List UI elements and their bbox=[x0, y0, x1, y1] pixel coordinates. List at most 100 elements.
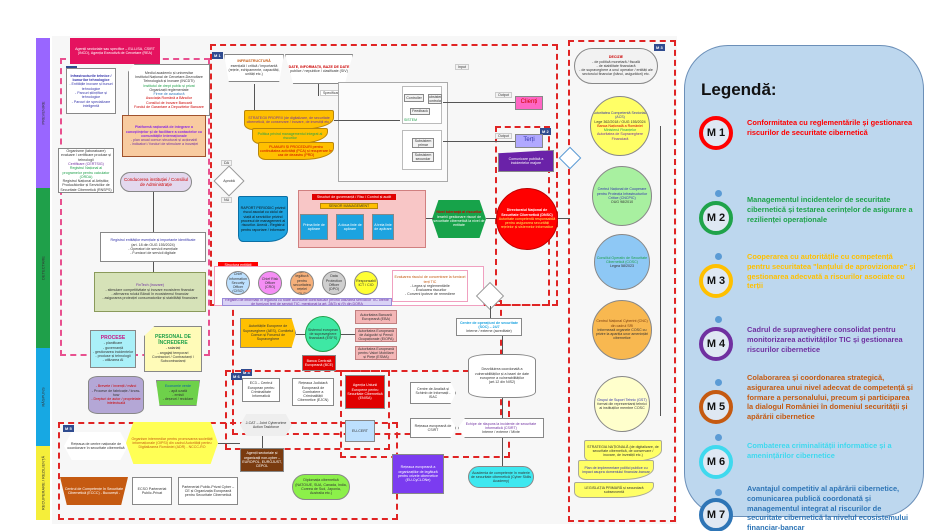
m6-ring-icon: M 6 bbox=[699, 445, 733, 479]
dnsc-circle: Directoratul Național de Securitate Cibe… bbox=[496, 188, 558, 250]
connector bbox=[254, 84, 255, 110]
connector bbox=[502, 398, 503, 418]
phase-band-prevention: PREVENIRE bbox=[36, 38, 50, 188]
periodic-report-doc: RAPORT PERIODIC privind riscul asociat c… bbox=[238, 196, 288, 242]
research-line: Consiliul de Inovare Bancară bbox=[146, 100, 192, 105]
fintech-title: FinTech (Inovare) bbox=[136, 283, 164, 288]
concentration-risk-box: Evaluarea riscului de concentrare la fur… bbox=[392, 270, 468, 302]
personnel-line: - angajați temporari bbox=[157, 350, 189, 355]
eiopa-box: Autoritatea Europeană de Asigurări și Pe… bbox=[355, 328, 397, 342]
output-label: Output bbox=[495, 133, 512, 139]
legend-text: Cadrul de supraveghere consolidat pentru… bbox=[747, 325, 903, 354]
esma-box: Autoritatea Europeană pentru Valori Mobi… bbox=[355, 346, 397, 360]
clients-box[interactable]: Clienți bbox=[515, 96, 543, 110]
connector-dot-icon bbox=[715, 316, 722, 323]
governance-structures-title: Structuri de guvernanță / Risc / Control… bbox=[312, 194, 396, 200]
system-b bbox=[402, 130, 442, 170]
assessment-orgs-box: Organisme (laboratoare) evaluare / certi… bbox=[58, 148, 114, 193]
risk-text: Ierarhii gestionare riscuri de securitat… bbox=[433, 214, 485, 228]
personnel-line: Contractori / Contractanți / Subcontract… bbox=[152, 355, 194, 364]
second-line-defense: A doua linie de apărare bbox=[336, 214, 364, 240]
acs-line: Banca Națională a României bbox=[597, 123, 643, 128]
data-title: DATE, INFORMAȚII, BAZE DE DATE bbox=[288, 64, 350, 69]
process-line: - planificare bbox=[103, 341, 123, 346]
green-economy-box: Economie verde- apă uzată- emisii- deșeu… bbox=[156, 380, 200, 406]
approval-label: Aprobă bbox=[223, 179, 235, 183]
legislation-doc: LEGISLAȚIA PRIMARĂ și secundară subsecve… bbox=[574, 482, 654, 498]
phase-band-response: RĂSPUNS bbox=[36, 348, 50, 446]
concentration-line: - Evaluarea riscurilor bbox=[413, 288, 447, 293]
ict-register-bar: Registru de informații în legătură cu to… bbox=[222, 298, 392, 306]
module-tag: M 1 bbox=[212, 52, 223, 59]
m2-ring-icon: M 2 bbox=[699, 201, 733, 235]
senior-management: SENIOR MANAGEMENT bbox=[320, 203, 378, 209]
connector bbox=[502, 438, 503, 466]
no-label: NU bbox=[221, 197, 233, 203]
cyber-diplomacy-box: Diplomația cibernetică (NATO/UE, SUA, Ca… bbox=[292, 474, 350, 500]
secondary-subsystem-box: Subsistem secundar bbox=[412, 152, 434, 162]
m7-ring-icon: M 7 bbox=[699, 498, 733, 531]
connector bbox=[262, 436, 263, 448]
fintech-box: FinTech (Inovare)- stimulare competitivi… bbox=[94, 272, 206, 312]
controlled-subsystem-box: Subsistem controlat bbox=[428, 94, 442, 104]
research-line: Asociația Română a Băncilor bbox=[145, 96, 193, 101]
soc-box: Centre de operațiuni de securitate (SOC)… bbox=[456, 318, 522, 336]
cosc-sub: Legea 58/2023 bbox=[610, 264, 634, 269]
system-a-label: SISTEM bbox=[404, 118, 418, 122]
green-line: - deșeuri / reciclare bbox=[162, 397, 194, 402]
connector bbox=[426, 218, 434, 219]
personnel-line: - salariați bbox=[165, 346, 181, 351]
assessment-line: Registrul Național al Artiștilor, Produc… bbox=[60, 179, 112, 192]
eu-cert-box: EU-CERT bbox=[345, 420, 375, 442]
gst-title: Grupul de Suport Tehnic (GST) bbox=[597, 397, 647, 402]
eba-box: Autoritatea Bancară Europeană (EBA) bbox=[355, 310, 397, 324]
decision-line: - de supraveghere a unui operator / enti… bbox=[579, 68, 653, 77]
connector bbox=[341, 334, 355, 335]
assessment-line: Registrul Național al programelor pentru… bbox=[62, 166, 110, 179]
m1-ring-icon: M 1 bbox=[699, 116, 733, 150]
m3-ring-icon: M 3 bbox=[699, 264, 733, 298]
process-line: - gestionarea incidentelor bbox=[92, 349, 134, 354]
third-parties-box[interactable]: Terți bbox=[515, 134, 543, 148]
cnc-circle: Centrul Național Cyberint (CNC) din cadr… bbox=[592, 300, 652, 360]
personnel-title: PERSONAL DE ÎNCREDERE bbox=[154, 334, 192, 347]
governance-board[interactable]: Conducerea instituției / Consiliul de Ad… bbox=[120, 172, 192, 192]
connector bbox=[558, 218, 570, 219]
connector bbox=[443, 102, 515, 103]
connector bbox=[443, 141, 515, 142]
dnsc-title: Directoratul Național de Securitate Cibe… bbox=[501, 208, 553, 217]
acs-circle: Autoritatea Competentă Sectorială (ACS)L… bbox=[590, 96, 650, 156]
process-line: - guvernanță bbox=[102, 345, 124, 350]
acs-line: Autoritatea de Supraveghere Financiară bbox=[597, 132, 643, 141]
soc-title: Centre de operațiuni de securitate (SOC)… bbox=[459, 320, 519, 329]
phase-label: PREVENIRE bbox=[40, 101, 46, 125]
role-cro: Chief Risk Officer (CRO) bbox=[258, 271, 282, 295]
tech-infra-line: - Parcuri de specializare inteligentă bbox=[71, 99, 111, 108]
legend-text: Colaborarea și coordonarea strategică, a… bbox=[747, 373, 913, 422]
non-cyber-agencies-box: Agenții sectoriale și organizații non-cy… bbox=[240, 448, 284, 472]
zone-m3 bbox=[568, 40, 676, 522]
platform-title: Platformă națională de integrare a cunoș… bbox=[125, 125, 203, 138]
output-label: Output bbox=[495, 92, 512, 98]
system-a bbox=[402, 86, 442, 124]
legend-text: Cooperarea cu autoritățile cu competență… bbox=[747, 252, 916, 291]
decision-line: - de politică monetară / fiscală bbox=[592, 59, 640, 64]
entity-structure-label: Structura entității bbox=[218, 262, 258, 268]
ec3-box: EC3 – Centrul European pentru Criminalit… bbox=[242, 378, 280, 402]
infra-title: INFRASTRUCTURĂ bbox=[237, 59, 271, 64]
public-comm-box: Comunicare publică a incidentelor majore bbox=[498, 150, 554, 172]
yes-label: DA bbox=[221, 160, 232, 166]
ecso-ppp-box: ECSO Parteneriat Public-Privat bbox=[132, 477, 172, 505]
decision-title: DECIZIE bbox=[608, 55, 624, 60]
connector bbox=[502, 336, 503, 354]
phase-label: RĂSPUNS bbox=[40, 387, 46, 407]
fintech-line: - afirmarea rolului Băncii în ecosistemu… bbox=[111, 292, 189, 296]
decision-box: DECIZIE- de politică monetară / fiscală -… bbox=[574, 48, 658, 84]
research-title: Mediul academic și universitar bbox=[144, 70, 194, 75]
research-line: Institutul Național de Cercetare-Dezvolt… bbox=[135, 74, 203, 84]
national-strategy-doc: STRATEGIA NAȚIONALĂ (de digitalizare, de… bbox=[584, 440, 662, 462]
processes-title: PROCESE bbox=[100, 335, 126, 342]
legend-text: Managementul incidentelor de securitate … bbox=[747, 195, 913, 224]
